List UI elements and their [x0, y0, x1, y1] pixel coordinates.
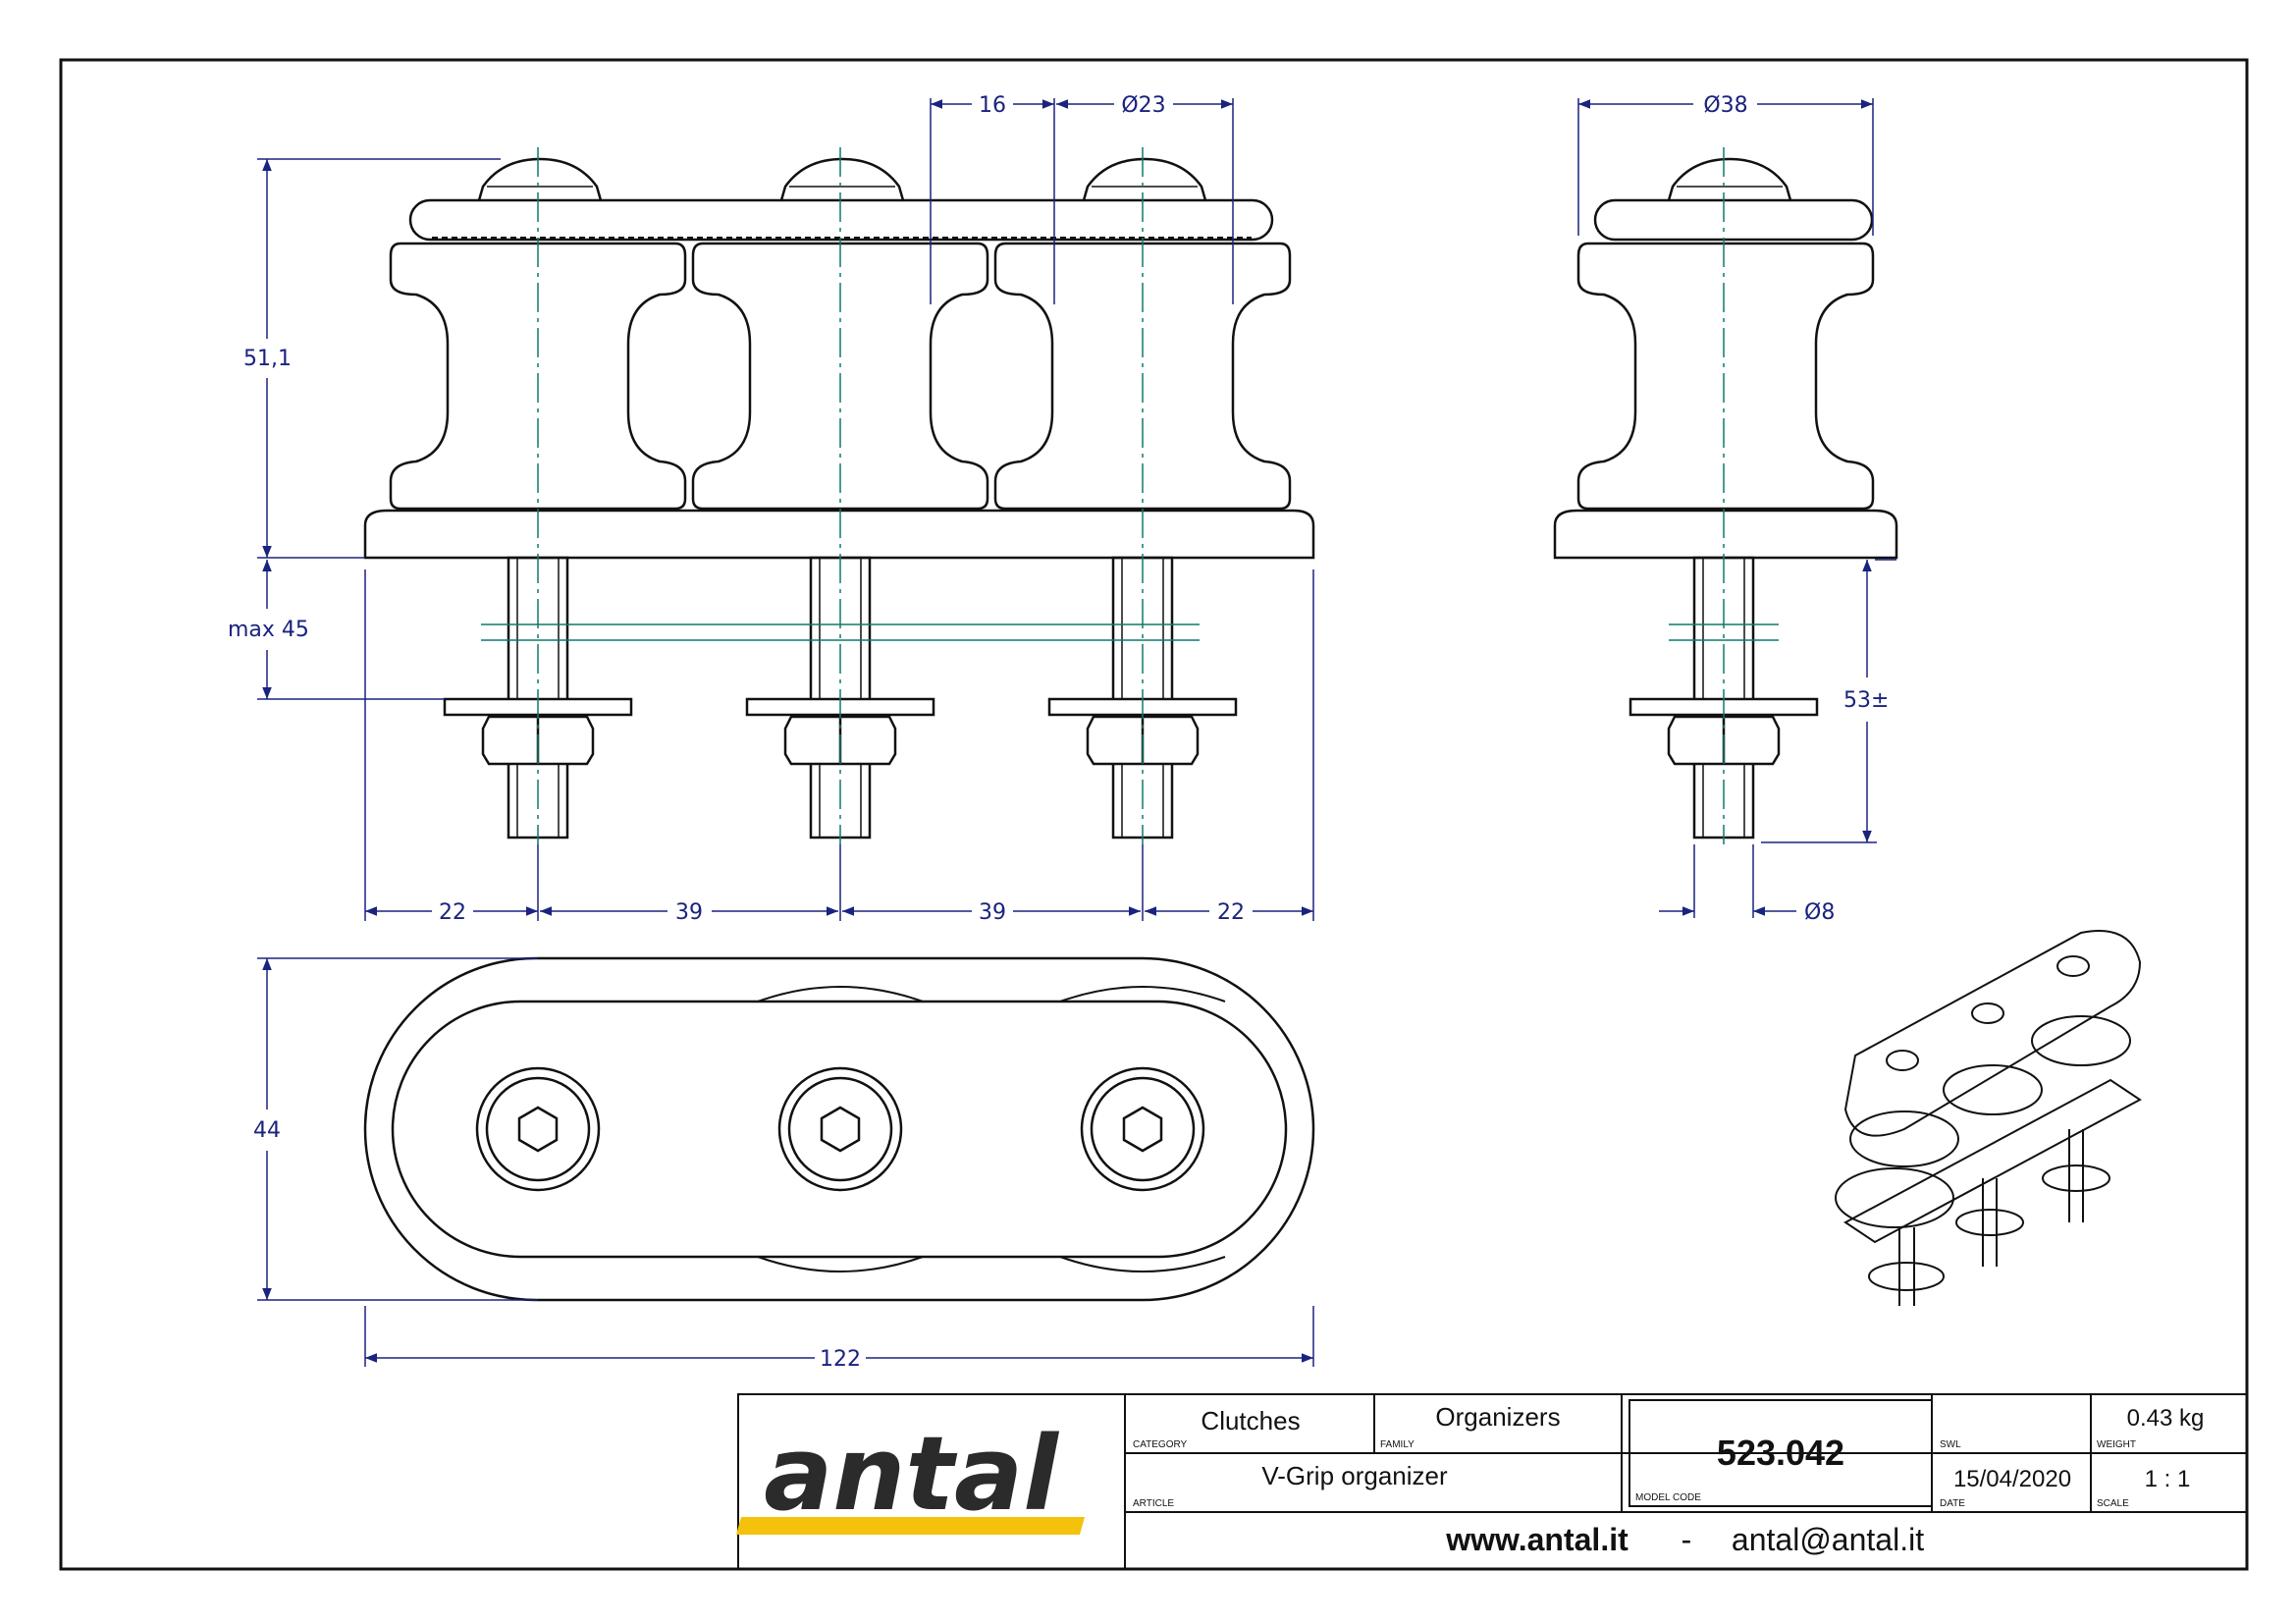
article-label: ARTICLE [1133, 1498, 1174, 1509]
weight-label: WEIGHT [2097, 1439, 2136, 1450]
dim-diameter-8: Ø8 [1804, 900, 1835, 925]
family-value: Organizers [1435, 1402, 1560, 1432]
dim-53: 53± [1843, 688, 1889, 713]
dim-max-45: max 45 [228, 618, 309, 642]
dim-22-left: 22 [439, 900, 466, 925]
front-view [363, 157, 1315, 839]
category-value: Clutches [1201, 1406, 1300, 1435]
category-label: CATEGORY [1133, 1439, 1188, 1450]
dim-height-51-1: 51,1 [243, 347, 292, 371]
dim-width-44: 44 [253, 1118, 281, 1143]
family-label: FAMILY [1380, 1439, 1415, 1450]
article-value: V-Grip organizer [1261, 1461, 1448, 1490]
dim-22-right: 22 [1217, 900, 1245, 925]
dim-39-right: 39 [979, 900, 1006, 925]
top-view [363, 956, 1315, 1302]
dim-diameter-23: Ø23 [1121, 93, 1165, 118]
dim-16: 16 [979, 93, 1006, 118]
antal-logo: antal [736, 1414, 1085, 1535]
side-view-centerlines [1669, 147, 1779, 844]
dim-39-left: 39 [675, 900, 703, 925]
isometric-view [1835, 930, 2142, 1306]
side-view [1553, 157, 1898, 839]
model-code-label: MODEL CODE [1635, 1492, 1701, 1503]
logo-text: antal [764, 1414, 1059, 1534]
dimension-lines [257, 98, 1896, 1367]
dim-diameter-38: Ø38 [1703, 93, 1747, 118]
model-code-value: 523.042 [1717, 1433, 1844, 1473]
dim-length-122: 122 [820, 1347, 861, 1372]
date-label: DATE [1940, 1498, 1965, 1509]
drawing-frame [59, 58, 2249, 1571]
title-block [737, 1393, 2248, 1570]
front-view-centerlines [481, 147, 1200, 844]
scale-label: SCALE [2097, 1498, 2129, 1509]
weight-value: 0.43 kg [2127, 1405, 2205, 1432]
swl-label: SWL [1940, 1439, 1961, 1450]
email-text: antal@antal.it [1732, 1522, 1924, 1557]
date-value: 15/04/2020 [1953, 1466, 2071, 1492]
scale-value: 1 : 1 [2145, 1466, 2191, 1492]
website-text: www.antal.it [1445, 1522, 1629, 1557]
contact-separator: - [1682, 1522, 1692, 1557]
